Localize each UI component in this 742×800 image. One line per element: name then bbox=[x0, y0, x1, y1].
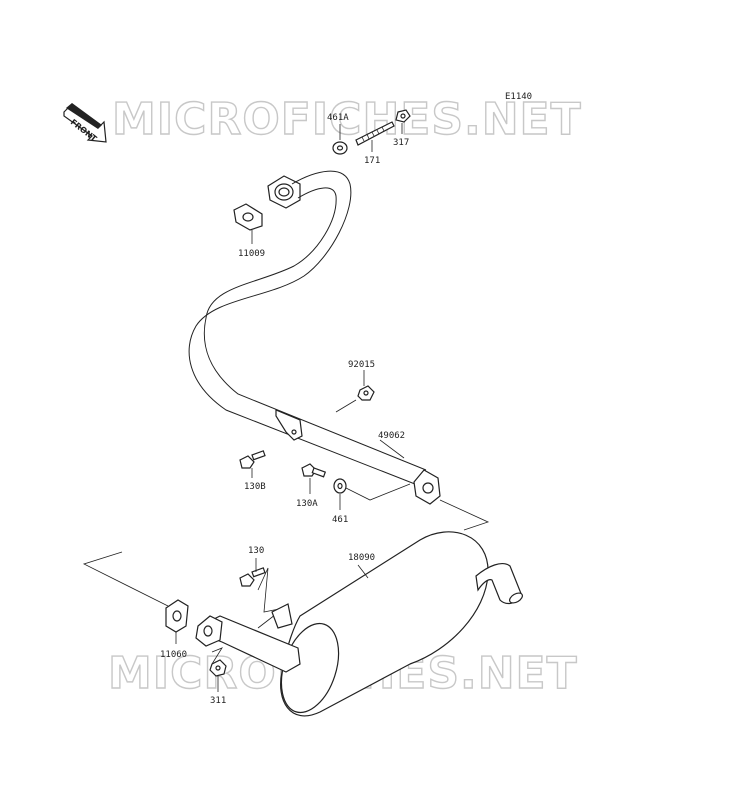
muffler-18090[interactable] bbox=[195, 531, 524, 720]
label-171: 171 bbox=[364, 156, 380, 166]
bolt-130b[interactable] bbox=[239, 450, 266, 469]
bolt-130[interactable] bbox=[239, 567, 266, 587]
label-49062: 49062 bbox=[378, 431, 405, 441]
gasket-11009[interactable] bbox=[233, 203, 263, 231]
nut-92015[interactable] bbox=[357, 385, 375, 401]
washer-461a[interactable] bbox=[332, 141, 348, 155]
label-311: 311 bbox=[210, 696, 226, 706]
gasket-11060[interactable] bbox=[165, 599, 189, 633]
label-92015: 92015 bbox=[348, 360, 375, 370]
label-11060: 11060 bbox=[160, 650, 187, 660]
label-130a: 130A bbox=[296, 499, 318, 509]
nut-317[interactable] bbox=[395, 109, 411, 123]
label-317: 317 bbox=[393, 138, 409, 148]
label-130: 130 bbox=[248, 546, 264, 556]
nut-311[interactable] bbox=[209, 659, 227, 677]
stud-171[interactable] bbox=[355, 121, 395, 146]
label-130b: 130B bbox=[244, 482, 266, 492]
washer-461[interactable] bbox=[333, 478, 347, 494]
exhaust-pipe-49062[interactable] bbox=[188, 170, 441, 505]
label-461a: 461A bbox=[327, 113, 349, 123]
label-18090: 18090 bbox=[348, 553, 375, 563]
watermark-top: MICROFICHES.NET bbox=[112, 94, 582, 145]
label-11009: 11009 bbox=[238, 249, 265, 259]
diagram-code: E1140 bbox=[505, 92, 532, 102]
label-461: 461 bbox=[332, 515, 348, 525]
front-arrow-icon: FRONT bbox=[63, 103, 107, 144]
bolt-130a[interactable] bbox=[301, 463, 327, 478]
